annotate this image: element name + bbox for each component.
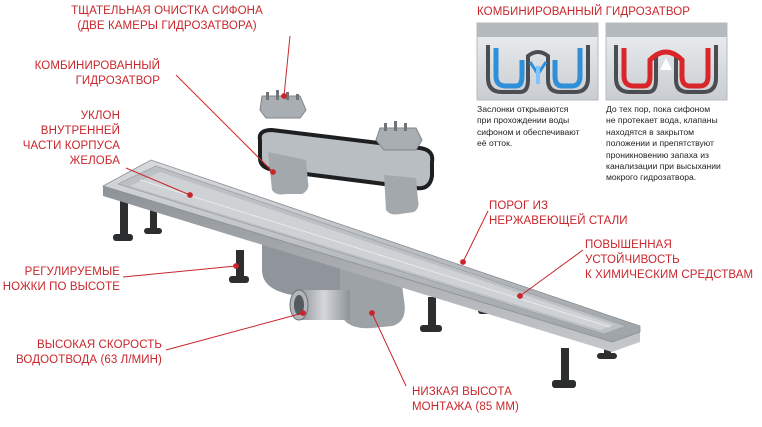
leader-lines <box>122 35 584 387</box>
label-line: УСТОЙЧИВОСТЬ <box>585 254 680 266</box>
label-line: НОЖКИ ПО ВЫСОТЕ <box>2 281 120 293</box>
valve-insert-right <box>375 121 423 151</box>
label-line: ТЩАТЕЛЬНАЯ ОЧИСТКА СИФОНА <box>71 5 263 17</box>
caption-line: мокрого гидрозатвора. <box>606 172 697 183</box>
label-chem-resistance: ПОВЫШЕННАЯ УСТОЙЧИВОСТЬ К ХИМИЧЕСКИМ СРЕ… <box>585 238 760 283</box>
label-combined-seal: КОМБИНИРОВАННЫЙ ГИДРОЗАТВОР <box>30 59 160 89</box>
caption-line: не протекает вода, клапаны <box>606 115 718 126</box>
label-steel-threshold: ПОРОГ ИЗ НЕРЖАВЕЮЩЕЙ СТАЛИ <box>489 199 639 229</box>
valve-insert-left <box>259 90 307 119</box>
caption-line: сифоном и обеспечивают <box>477 126 580 137</box>
label-line: МОНТАЖА (85 ММ) <box>412 401 519 413</box>
caption-line: находятся в закрытом <box>606 126 695 137</box>
label-line: (ДВЕ КАМЕРЫ ГИДРОЗАТВОРА) <box>77 20 257 32</box>
label-line: ГИДРОЗАТВОР <box>75 75 160 87</box>
inset-left-caption: Заслонки открываются при прохождении вод… <box>477 104 601 150</box>
label-line: КОМБИНИРОВАННЫЙ <box>34 60 160 72</box>
label-line: НИЗКАЯ ВЫСОТА <box>412 386 512 398</box>
caption-line: положении и препятствуют <box>606 138 714 149</box>
label-slope: УКЛОН ВНУТРЕННЕЙ ЧАСТИ КОРПУСА ЖЕЛОБА <box>10 109 120 169</box>
label-siphon-cleaning: ТЩАТЕЛЬНАЯ ОЧИСТКА СИФОНА (ДВЕ КАМЕРЫ ГИ… <box>52 4 282 34</box>
label-line: ВЫСОКАЯ СКОРОСТЬ <box>37 339 162 351</box>
label-line: ЧАСТИ КОРПУСА <box>22 140 120 152</box>
label-line: РЕГУЛИРУЕМЫЕ <box>24 266 120 278</box>
inset-title: КОМБИНИРОВАННЫЙ ГИДРОЗАТВОР <box>477 6 691 18</box>
label-line: ПОРОГ ИЗ <box>489 200 549 212</box>
label-low-height: НИЗКАЯ ВЫСОТА МОНТАЖА (85 ММ) <box>412 385 552 415</box>
label-line: ВНУТРЕННЕЙ <box>40 125 120 137</box>
caption-line: Заслонки открываются <box>477 104 569 114</box>
label-line: НЕРЖАВЕЮЩЕЙ СТАЛИ <box>489 215 628 227</box>
drain-channel <box>101 159 641 388</box>
label-line: К ХИМИЧЕСКИМ СРЕДСТВАМ <box>585 269 754 281</box>
label-line: ВОДООТВОДА (63 Л/МИН) <box>16 354 162 366</box>
seal-closed-panel <box>605 22 728 101</box>
label-line: УКЛОН <box>80 110 120 122</box>
label-line: ЖЕЛОБА <box>69 155 120 167</box>
caption-line: при прохождении воды <box>477 115 570 126</box>
label-adjustable-legs: РЕГУЛИРУЕМЫЕ НОЖКИ ПО ВЫСОТЕ <box>0 265 120 295</box>
seal-open-panel <box>476 22 599 101</box>
label-drain-speed: ВЫСОКАЯ СКОРОСТЬ ВОДООТВОДА (63 Л/МИН) <box>10 338 162 368</box>
caption-line: канализации при высыхании <box>606 161 721 172</box>
caption-line: До тех пор, пока сифоном <box>606 104 711 114</box>
caption-line: её отток. <box>477 138 513 149</box>
label-line: ПОВЫШЕННАЯ <box>585 239 672 251</box>
caption-line: проникновению запаха из <box>606 149 709 160</box>
inset-right-caption: До тех пор, пока сифоном не протекает во… <box>606 104 756 184</box>
